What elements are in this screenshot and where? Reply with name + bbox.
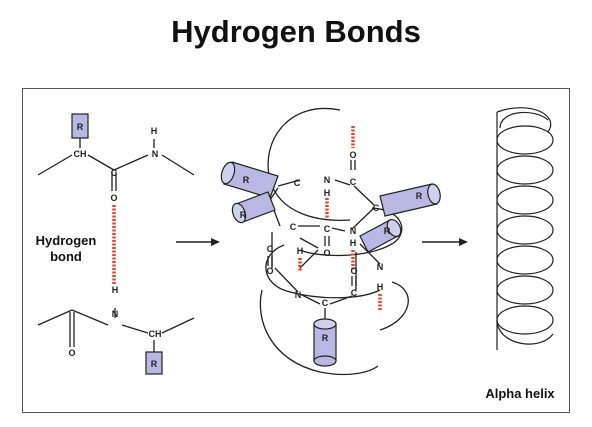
svg-text:H: H: [350, 238, 357, 248]
atom-label: C: [111, 168, 118, 178]
hydrogen-bond-label-line2: bond: [50, 249, 82, 264]
svg-text:R: R: [322, 333, 329, 343]
middle-helix-diagram: [259, 107, 409, 376]
alpha-helix-label: Alpha helix: [485, 386, 555, 401]
svg-text:O: O: [323, 248, 330, 258]
r-group-cylinder: R: [313, 318, 337, 367]
svg-text:N: N: [350, 226, 357, 236]
svg-text:C: C: [267, 244, 274, 254]
r-group-cylinder: R: [359, 218, 402, 253]
r-group-box: [145, 351, 163, 375]
svg-text:O: O: [350, 266, 357, 276]
r-group-box: [71, 113, 89, 139]
svg-text:C: C: [373, 203, 380, 213]
atom-label: O: [68, 348, 75, 358]
svg-text:H: H: [324, 188, 331, 198]
page-title: Hydrogen Bonds: [171, 14, 421, 49]
svg-text:C: C: [290, 222, 297, 232]
left-peptide-diagram: [37, 138, 195, 352]
svg-text:R: R: [416, 191, 423, 201]
svg-text:N: N: [324, 175, 331, 185]
svg-text:H: H: [377, 282, 384, 292]
arrow-icon: [422, 238, 468, 246]
r-label: R: [77, 122, 84, 132]
svg-text:C: C: [322, 298, 329, 308]
svg-text:O: O: [349, 150, 356, 160]
alpha-helix-spring: [496, 107, 554, 350]
svg-text:N: N: [295, 290, 302, 300]
helix-atom-labels: O C N H C C O N H C C C O H N C O C N H …: [265, 150, 384, 308]
svg-text:N: N: [377, 262, 384, 272]
svg-text:R: R: [243, 175, 250, 185]
svg-text:C: C: [294, 178, 301, 188]
atom-label: N: [152, 149, 159, 159]
arrow-icon: [176, 238, 220, 246]
atom-label: O: [110, 193, 117, 203]
svg-text:O: O: [266, 266, 273, 276]
atom-label: CH: [74, 149, 87, 159]
svg-text:C: C: [350, 177, 357, 187]
r-group-cylinder: R: [231, 191, 276, 224]
hydrogen-bond-label-line1: Hydrogen: [36, 233, 97, 248]
r-group-cylinder: R: [379, 183, 441, 217]
r-label: R: [151, 359, 158, 369]
atom-label: N: [112, 309, 119, 319]
atom-label: H: [112, 285, 119, 295]
atom-label: CH: [149, 329, 162, 339]
svg-text:R: R: [240, 210, 247, 220]
atom-label: H: [151, 126, 158, 136]
svg-text:R: R: [384, 226, 391, 236]
r-group-cylinder: R: [220, 161, 279, 199]
svg-text:C: C: [324, 224, 331, 234]
svg-text:H: H: [297, 246, 304, 256]
svg-text:C: C: [351, 288, 358, 298]
